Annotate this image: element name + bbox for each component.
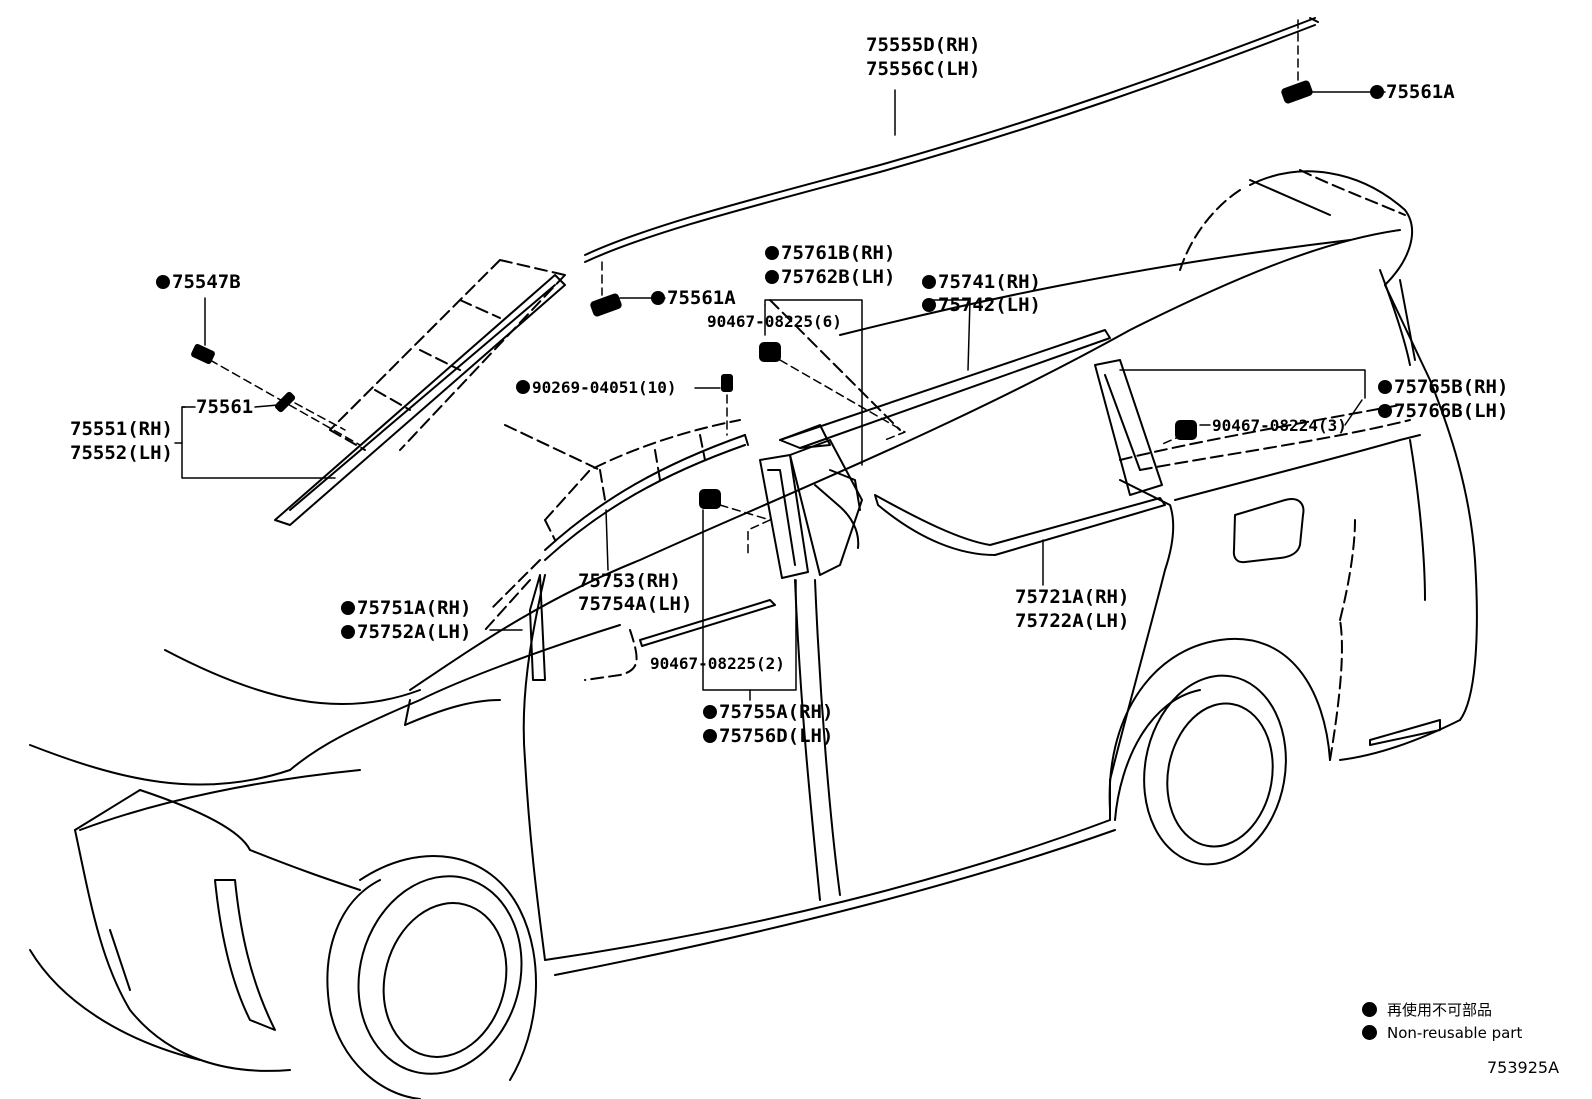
part-label-75754a-lh: 75754A(LH): [578, 593, 693, 615]
part-label-90467-08225-2: 90467-08225(2): [650, 654, 785, 673]
front-belt-moulding: [639, 599, 776, 647]
rear-wheel: [1108, 637, 1441, 866]
clips: [191, 80, 1313, 509]
hidden-lines: [329, 169, 1411, 761]
non-reusable-dot-icon: [765, 246, 779, 260]
part-label-75551-rh: 75551(RH): [70, 418, 173, 440]
b-pillar-garnish: [759, 439, 863, 579]
part-label-75555d-rh: 75555D(RH): [866, 34, 981, 56]
figure-code: 753925A: [1487, 1058, 1560, 1077]
part-label-75742-lh: 75742(LH): [922, 294, 1041, 316]
front-door-upper-moulding: [544, 434, 749, 561]
part-label-75722a-lh: 75722A(LH): [1015, 610, 1130, 632]
non-reusable-dot-icon: [341, 601, 355, 615]
dashed-leaders: [209, 19, 1299, 556]
front-wheel: [326, 855, 538, 1099]
non-reusable-dot-icon: [922, 298, 936, 312]
non-reusable-dot-icon: [516, 380, 530, 394]
part-label-75721a-rh: 75721A(RH): [1015, 586, 1130, 608]
part-label-90467-08225-6: 90467-08225(6): [707, 312, 842, 331]
non-reusable-dot-icon: [703, 705, 717, 719]
non-reusable-dot-icon: [1362, 1025, 1377, 1040]
part-label-90269-04051-10: 90269-04051(10): [516, 378, 677, 398]
part-label-75752a-lh: 75752A(LH): [341, 621, 471, 643]
part-label-75561a-mid: 75561A: [651, 287, 736, 309]
non-reusable-dot-icon: [341, 625, 355, 639]
non-reusable-dot-icon: [703, 729, 717, 743]
windshield-moulding: [274, 274, 566, 526]
non-reusable-dot-icon: [1362, 1002, 1377, 1017]
legend-japanese: 再使用不可部品: [1362, 999, 1492, 1020]
part-label-75547b: 75547B: [156, 271, 241, 293]
part-label-75751a-rh: 75751A(RH): [341, 597, 471, 619]
vehicle-body-outline: [29, 170, 1478, 1072]
non-reusable-dot-icon: [156, 275, 170, 289]
slide-door-belt-moulding: [874, 494, 1166, 556]
non-reusable-dot-icon: [1378, 404, 1392, 418]
non-reusable-dot-icon: [922, 275, 936, 289]
part-label-75556c-lh: 75556C(LH): [866, 58, 981, 80]
part-label-75561: 75561: [196, 396, 254, 418]
part-label-75762b-lh: 75762B(LH): [765, 266, 895, 288]
part-label-75756d-lh: 75756D(LH): [703, 725, 833, 747]
part-label-75761b-rh: 75761B(RH): [765, 242, 895, 264]
legend-english: Non-reusable part: [1362, 1024, 1522, 1042]
part-label-75755a-rh: 75755A(RH): [703, 701, 833, 723]
leader-lines: [174, 89, 1386, 701]
non-reusable-dot-icon: [1370, 85, 1384, 99]
roof-drip-moulding: [584, 17, 1319, 263]
part-label-75765b-rh: 75765B(RH): [1378, 376, 1508, 398]
part-label-75766b-lh: 75766B(LH): [1378, 400, 1508, 422]
part-label-75552-lh: 75552(LH): [70, 442, 173, 464]
non-reusable-dot-icon: [1378, 380, 1392, 394]
a-pillar-garnish: [529, 574, 546, 681]
non-reusable-dot-icon: [651, 291, 665, 305]
part-label-90467-08224-3: 90467-08224(3): [1212, 416, 1347, 435]
part-label-75561a-top: 75561A: [1370, 81, 1455, 103]
non-reusable-dot-icon: [765, 270, 779, 284]
slide-door-upper-moulding: [779, 329, 1111, 449]
c-pillar-garnish: [1094, 359, 1163, 496]
part-label-75753-rh: 75753(RH): [578, 570, 681, 592]
part-label-75741-rh: 75741(RH): [922, 271, 1041, 293]
